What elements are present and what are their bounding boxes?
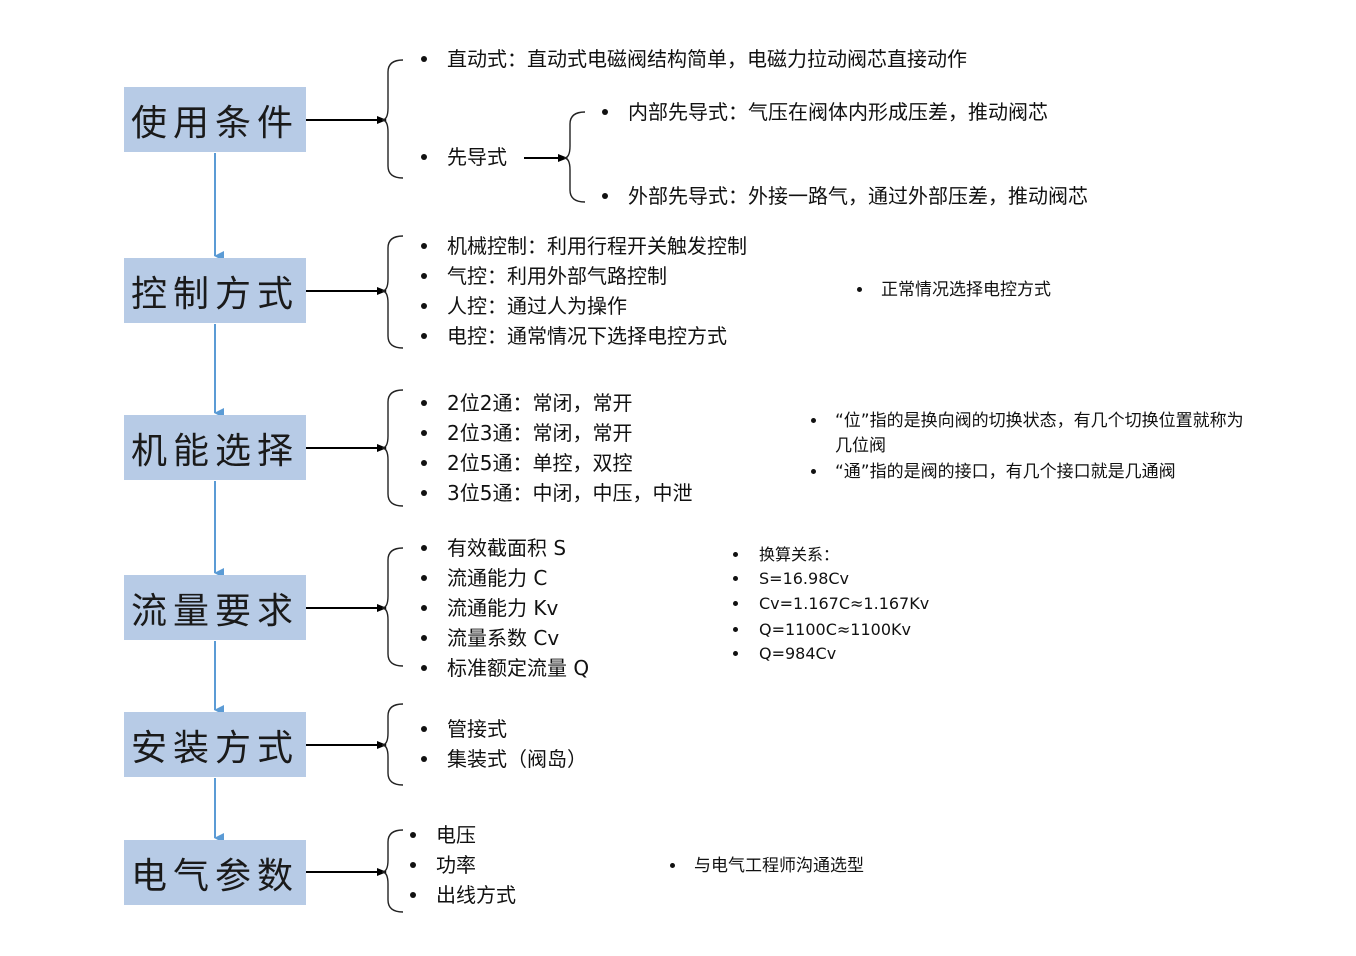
usage-pilot-item: 先导式 (421, 145, 507, 169)
electrical-note: 与电气工程师沟通选型 (670, 856, 864, 876)
function-item: 3位5通：中闭，中压，中泄 (420, 481, 693, 505)
category-box-function: 机能选择 (124, 415, 306, 480)
category-label: 电气参数 (130, 855, 299, 897)
electrical-item: 电压 (410, 823, 476, 847)
function-item: 2位5通：单控，双控 (420, 451, 633, 475)
control-item: 电控：通常情况下选择电控方式 (421, 324, 727, 348)
flow-item: 标准额定流量 Q (420, 656, 590, 680)
category-box-electrical: 电气参数 (124, 840, 306, 905)
electrical-item: 出线方式 (410, 883, 516, 907)
function-note-position: “位”指的是换向阀的切换状态，有几个切换位置就称为几位阀 (811, 409, 1245, 459)
branch-arrows (306, 116, 568, 876)
usage-pilot-external-item: 外部先导式：外接一路气，通过外部压差，推动阀芯 (602, 184, 1088, 208)
usage-direct-item: 直动式：直动式电磁阀结构简单，电磁力拉动阀芯直接动作 (421, 47, 967, 71)
flow-conversion-title: 换算关系： (732, 543, 839, 567)
install-item: 管接式 (421, 717, 507, 741)
usage-pilot-internal-item: 内部先导式：气压在阀体内形成压差，推动阀芯 (602, 100, 1048, 124)
install-item: 集装式（阀岛） (421, 747, 587, 771)
function-note-port: “通”指的是阀的接口，有几个接口就是几通阀 (811, 462, 1176, 482)
category-box-control: 控制方式 (124, 258, 306, 323)
control-note: 正常情况选择电控方式 (857, 280, 1051, 300)
category-label: 机能选择 (130, 430, 299, 472)
flow-conversion-formula: S=16.98Cv (732, 567, 849, 591)
category-box-usage: 使用条件 (124, 87, 306, 152)
electrical-item: 功率 (410, 853, 476, 877)
flow-item: 流通能力 C (420, 566, 548, 590)
flow-item: 流量系数 Cv (420, 626, 560, 650)
category-box-install: 安装方式 (124, 712, 306, 777)
control-item: 人控：通过人为操作 (421, 294, 627, 318)
braces (381, 59, 586, 913)
function-item: 2位3通：常闭，常开 (420, 421, 633, 445)
category-label: 使用条件 (130, 102, 299, 144)
control-item: 气控：利用外部气路控制 (421, 264, 667, 288)
category-label: 控制方式 (130, 273, 299, 315)
flow-item: 有效截面积 S (420, 536, 567, 560)
flow-conversion-formula: Q=1100C≈1100Kv (733, 618, 911, 642)
flow-conversion-formula: Q=984Cv (732, 642, 836, 666)
flow-conversion-formula: Cv=1.167C≈1.167Kv (732, 592, 929, 616)
function-item: 2位2通：常闭，常开 (420, 391, 633, 415)
category-box-flow: 流量要求 (124, 575, 306, 640)
flow-item: 流通能力 Kv (420, 596, 559, 620)
control-item: 机械控制：利用行程开关触发控制 (421, 234, 747, 258)
category-label: 流量要求 (130, 590, 299, 632)
category-label: 安装方式 (130, 727, 299, 769)
